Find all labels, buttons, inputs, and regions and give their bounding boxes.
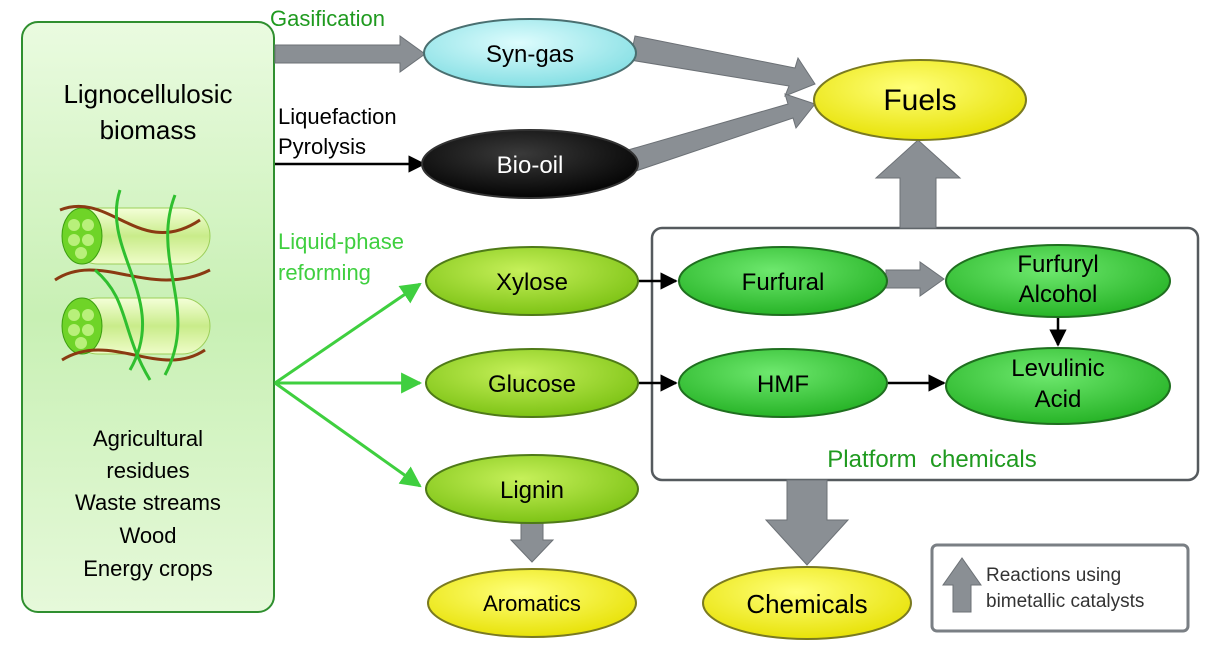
- lignin-label: Lignin: [500, 477, 564, 504]
- furfural-to-furfuryl-arrow: [885, 261, 945, 297]
- chemicals-label: Chemicals: [746, 589, 867, 619]
- platform-chemicals-label: Platform chemicals: [827, 446, 1036, 473]
- levulinic-label-line1: Levulinic: [1011, 355, 1104, 382]
- levulinic-label-line2: Acid: [1035, 386, 1082, 413]
- lpr-label-line2: reforming: [278, 260, 371, 285]
- syngas-label: Syn-gas: [486, 41, 574, 68]
- grey-arrows: [274, 35, 962, 566]
- node-chemicals: Chemicals: [702, 566, 912, 640]
- lpr-to-lignin-arrow: [274, 381, 422, 488]
- biooil-label: Bio-oil: [497, 152, 564, 179]
- biomass-title-line1: Lignocellulosic: [63, 79, 232, 109]
- node-syngas: Syn-gas: [423, 18, 637, 88]
- node-hmf: HMF: [678, 348, 888, 418]
- green-arrows: [274, 282, 423, 488]
- node-furfural: Furfural: [678, 246, 888, 316]
- pyrolysis-label: Pyrolysis: [278, 134, 366, 159]
- biooil-to-fuels-arrow: [627, 93, 816, 173]
- black-arrows: [275, 155, 1067, 392]
- node-glucose: Glucose: [425, 348, 639, 418]
- source-item-3: Waste streams: [75, 490, 221, 515]
- legend-box: Reactions using bimetallic catalysts: [930, 543, 1190, 633]
- furfuryl-label-line2: Alcohol: [1019, 281, 1098, 308]
- node-levulinic-acid: Levulinic Acid: [945, 347, 1171, 425]
- node-furfuryl-alcohol: Furfuryl Alcohol: [945, 244, 1171, 318]
- node-fuels: Fuels: [813, 59, 1027, 141]
- platform-to-chemicals-arrow: [764, 479, 850, 566]
- gasification-arrow: [274, 35, 426, 73]
- liquefaction-label: Liquefaction: [278, 104, 397, 129]
- syngas-to-fuels-arrow: [629, 35, 816, 97]
- glucose-label: Glucose: [488, 371, 576, 398]
- biomass-title-line2: biomass: [100, 115, 197, 145]
- node-biooil: Bio-oil: [421, 129, 639, 199]
- source-item-5: Energy crops: [83, 556, 213, 581]
- source-item-4: Wood: [119, 523, 176, 548]
- hmf-label: HMF: [757, 371, 809, 398]
- aromatics-label: Aromatics: [483, 591, 581, 616]
- platform-to-fuels-arrow: [874, 139, 962, 229]
- lignocellulose-fiber-icon: [54, 189, 211, 381]
- node-lignin: Lignin: [425, 454, 639, 524]
- furfural-label: Furfural: [742, 269, 825, 296]
- legend-text-line1: Reactions using: [986, 565, 1121, 586]
- legend-grey-arrow-icon: [942, 557, 982, 613]
- gasification-label: Gasification: [270, 6, 385, 31]
- lignin-to-aromatics-arrow: [509, 521, 555, 563]
- furfuryl-label-line1: Furfuryl: [1017, 251, 1098, 278]
- lpr-label-line1: Liquid-phase: [278, 229, 404, 254]
- lpr-to-xylose-arrow: [274, 282, 422, 385]
- node-aromatics: Aromatics: [427, 568, 637, 638]
- xylose-label: Xylose: [496, 269, 568, 296]
- node-xylose: Xylose: [425, 246, 639, 316]
- source-item-1: Agricultural: [93, 426, 203, 451]
- fuels-label: Fuels: [883, 84, 956, 117]
- legend-text-line2: bimetallic catalysts: [986, 591, 1144, 612]
- source-item-2: residues: [106, 458, 189, 483]
